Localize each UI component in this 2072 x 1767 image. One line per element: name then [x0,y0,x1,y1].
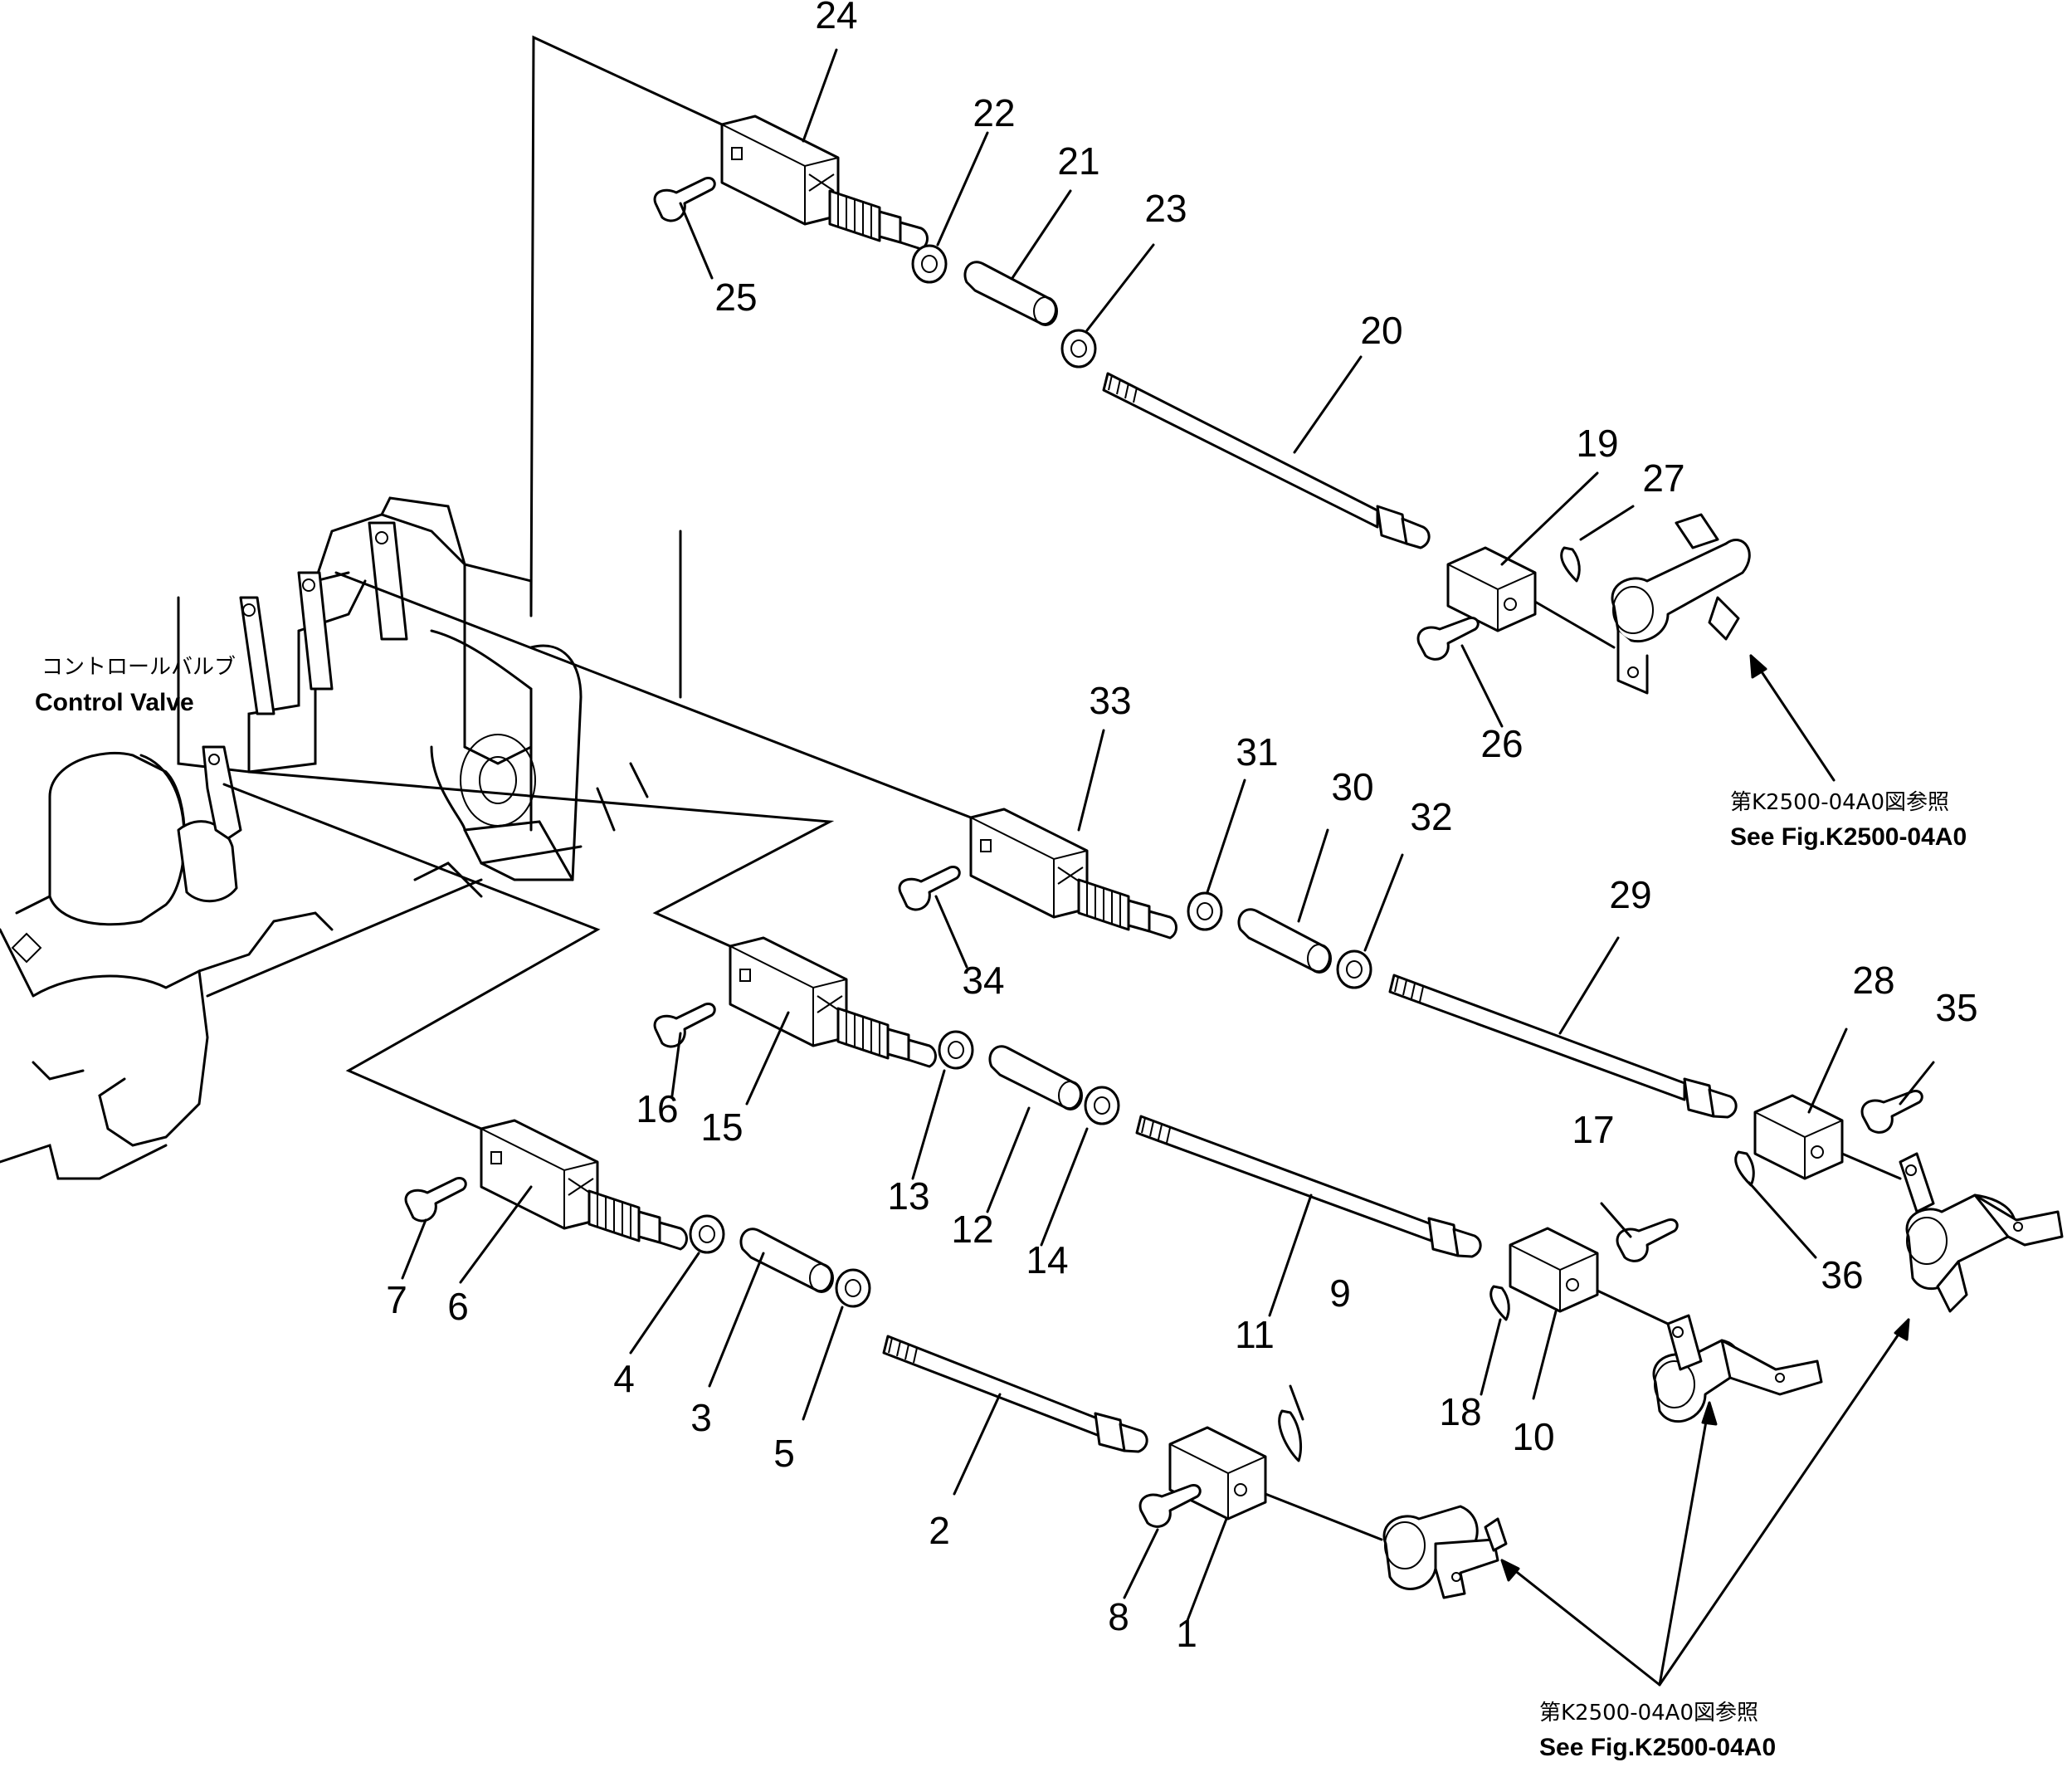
clevis-1 [1168,1426,1267,1520]
rod-assembly-top [653,115,1751,695]
nut-5 [835,1268,871,1308]
cotter-pin-27 [1560,546,1581,583]
rod-assembly-bottom [404,1119,1508,1599]
text-labels: コントロールバルブ Control Valve 第K2500-04A0図参照 S… [35,655,1967,1761]
turnbuckle-12 [988,1045,1082,1110]
nut-14 [1084,1086,1120,1125]
control-valve-body [0,496,649,1180]
cotter-pin-18 [1489,1285,1510,1321]
callout-2: 2 [929,1509,950,1552]
callout-8: 8 [1108,1595,1129,1638]
callout-17: 17 [1572,1108,1614,1151]
callout-10: 10 [1512,1415,1554,1458]
callout-leaders [401,48,1935,1624]
callout-36: 36 [1821,1253,1863,1296]
cotter-pin-9 [1278,1409,1302,1462]
reference-top-label-en: See Fig.K2500-04A0 [1730,823,1967,851]
callout-16: 16 [636,1087,678,1130]
pin-8 [1138,1483,1202,1528]
control-valve-label-jp: コントロールバルブ [41,655,236,680]
pin-25 [653,176,716,222]
linkage-leader-lines [206,35,973,1130]
control-valve-label-en: Control Valve [35,689,194,716]
callout-18: 18 [1439,1390,1481,1433]
callout-4: 4 [613,1357,635,1400]
rod-11 [1135,1115,1433,1242]
callout-21: 21 [1057,139,1099,183]
callout-29: 29 [1609,873,1651,916]
callout-31: 31 [1236,730,1278,774]
callout-28: 28 [1852,959,1894,1002]
turnbuckle-30 [1237,908,1331,973]
rod-20 [1102,372,1379,529]
callout-34: 34 [962,959,1004,1002]
clevis-28 [1753,1094,1844,1180]
nut-4 [689,1214,725,1254]
nut-13 [938,1030,974,1070]
callout-14: 14 [1026,1238,1068,1281]
callout-30: 30 [1331,765,1373,808]
callout-27: 27 [1642,456,1684,500]
nut-32 [1336,949,1372,989]
nut-31 [1187,891,1223,931]
pin-16 [653,1002,716,1048]
lever-top [1611,538,1751,643]
clevis-19 [1446,546,1537,632]
reference-arrows [1500,654,1910,1686]
callout-24: 24 [815,0,857,37]
callout-26: 26 [1480,722,1523,765]
callout-11: 11 [1235,1313,1275,1356]
callout-15: 15 [700,1106,743,1149]
nut-22 [911,244,948,284]
callout-35: 35 [1935,986,1977,1029]
pin-26 [1416,616,1480,661]
nut-23 [1060,329,1097,369]
callout-23: 23 [1144,187,1187,230]
callout-1: 1 [1176,1612,1197,1655]
reference-bottom-label-jp: 第K2500-04A0図参照 [1539,1701,1758,1726]
callout-32: 32 [1410,795,1452,838]
pin-34 [898,865,961,911]
callout-7: 7 [386,1278,407,1321]
callout-20: 20 [1360,309,1402,352]
callout-19: 19 [1576,422,1618,465]
pin-35 [1860,1089,1923,1134]
clevis-10 [1509,1227,1599,1313]
reference-top-label-jp: 第K2500-04A0図参照 [1730,790,1949,815]
cotter-pin-36 [1734,1150,1755,1187]
callout-9: 9 [1329,1272,1351,1315]
reference-bottom-label-en: See Fig.K2500-04A0 [1539,1734,1776,1761]
callout-25: 25 [714,276,757,319]
pin-17 [1616,1218,1679,1262]
callout-12: 12 [951,1208,993,1251]
turnbuckle-21 [963,261,1057,325]
callout-numbers: 24 22 21 23 25 20 19 27 26 33 31 30 32 3… [386,0,1977,1655]
callout-3: 3 [690,1396,712,1439]
rod-assembly-middle [898,808,2064,1313]
pin-7 [404,1176,467,1223]
callout-5: 5 [773,1432,795,1475]
callout-6: 6 [447,1285,469,1328]
callout-33: 33 [1089,679,1131,722]
callout-22: 22 [973,91,1015,134]
turnbuckle-3 [739,1228,833,1292]
rod-assembly-third [653,936,1823,1423]
rod-29 [1388,974,1686,1101]
callout-13: 13 [887,1174,929,1218]
